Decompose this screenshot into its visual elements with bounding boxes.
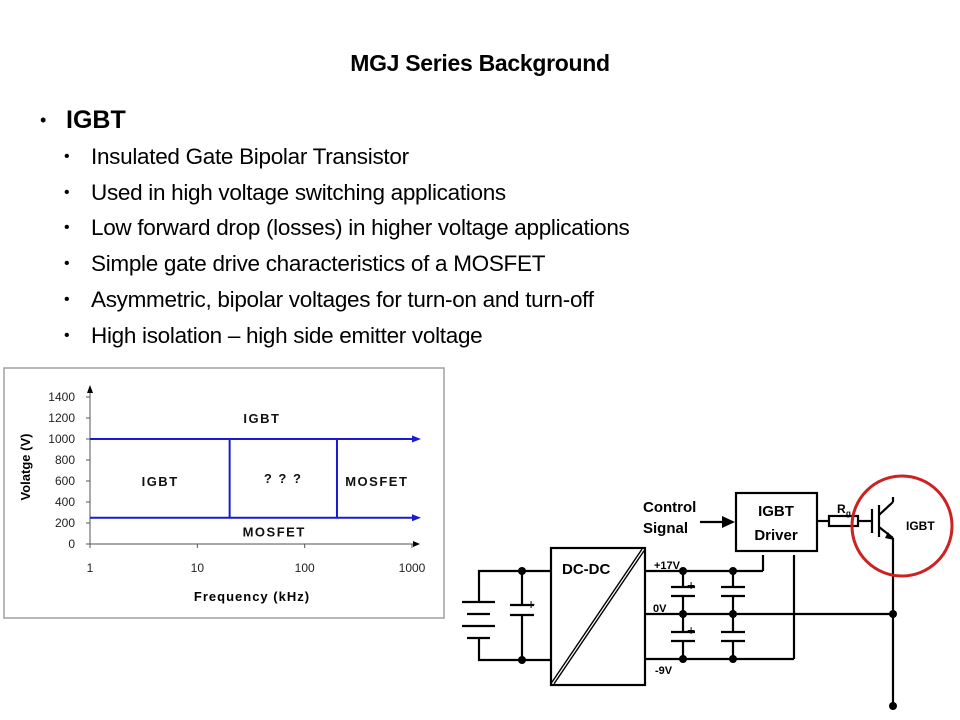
region-label: MOSFET [243, 524, 306, 539]
bullet-dot-icon: • [64, 219, 70, 237]
bullet-heading-text: IGBT [66, 105, 126, 134]
bullet-text: Asymmetric, bipolar voltages for turn-on… [91, 287, 594, 313]
x-tick-label: 1 [87, 561, 94, 575]
y-tick-label: 0 [68, 537, 75, 551]
bullet-text: Used in high voltage switching applicati… [91, 179, 506, 205]
rail-label-pos: +17V [654, 560, 681, 572]
plus-sign: + [527, 596, 535, 612]
bullet-text: Simple gate drive characteristics of a M… [91, 251, 546, 277]
y-tick-label: 1000 [48, 432, 75, 446]
chart-ticks: 0 200 400 600 800 1000 1200 1400 1 10 100 1000 [48, 390, 425, 575]
chart-region-labels: IGBT IGBT ? ? ? MOSFET MOSFET [142, 411, 408, 539]
junction-dots [518, 567, 897, 710]
bullet-dot-icon: • [64, 291, 70, 309]
input-capacitor-icon [510, 571, 534, 660]
control-label-line2: Signal [643, 520, 688, 537]
x-tick-label: 10 [191, 561, 205, 575]
bullet-text: Low forward drop (losses) in higher volt… [91, 215, 630, 241]
bullet-dot-icon: • [64, 255, 70, 273]
x-tick-label: 100 [295, 561, 315, 575]
igbt-label: IGBT [906, 519, 935, 533]
bullet-list: • IGBT • Insulated Gate Bipolar Transisto… [40, 101, 630, 354]
boundary-arrow-icon [412, 435, 421, 443]
slide-title: MGJ Series Background [350, 50, 610, 76]
y-axis-arrow-icon [87, 385, 93, 393]
x-axis-label: Frequency (kHz) [194, 589, 310, 604]
bullet-text: Insulated Gate Bipolar Transistor [91, 143, 409, 169]
control-label-line1: Control [643, 499, 696, 516]
y-tick-label: 1400 [48, 390, 75, 404]
bullet-item: • Simple gate drive characteristics of a … [40, 246, 630, 282]
bullet-dot-icon: • [40, 109, 47, 130]
bullet-item: • Used in high voltage switching applicat… [40, 175, 630, 211]
igbt-highlight-circle [850, 474, 954, 578]
boundary-arrow-icon [412, 514, 421, 522]
bullet-heading: • IGBT [40, 101, 630, 139]
chart-boundaries [90, 435, 421, 522]
resistor-label: R [837, 502, 846, 516]
driver-label-line1: IGBT [758, 503, 794, 520]
y-tick-label: 1200 [48, 411, 75, 425]
x-axis-arrow-icon [413, 541, 420, 547]
bullet-item: • Low forward drop (losses) in higher vol… [40, 211, 630, 247]
plus-sign: + [687, 622, 695, 638]
y-tick-label: 200 [55, 516, 75, 530]
bullet-dot-icon: • [64, 147, 70, 165]
driver-label-line2: Driver [754, 527, 798, 544]
emitter-arrow-icon [885, 532, 894, 540]
x-tick-label: 1000 [399, 561, 426, 575]
y-tick-label: 800 [55, 453, 75, 467]
bullet-item: • Asymmetric, bipolar voltages for turn-o… [40, 282, 630, 318]
dcdc-block [549, 546, 647, 687]
y-axis-label: Volatge (V) [18, 434, 33, 501]
bullet-item: • High isolation – high side emitter volt… [40, 318, 630, 354]
bullet-dot-icon: • [64, 183, 70, 201]
bullet-text: High isolation – high side emitter volta… [91, 322, 483, 348]
y-tick-label: 600 [55, 474, 75, 488]
region-label: IGBT [142, 474, 179, 489]
bullet-dot-icon: • [64, 326, 70, 344]
dcdc-label: DC-DC [562, 561, 610, 578]
resistor-subscript: g [846, 509, 851, 518]
battery-icon [462, 569, 551, 662]
control-arrow-icon [722, 516, 735, 528]
region-label: ? ? ? [264, 471, 303, 486]
igbt-transistor-icon [870, 497, 895, 705]
region-label: MOSFET [345, 474, 408, 489]
chart-frame [3, 367, 445, 619]
bullet-item: • Insulated Gate Bipolar Transistor [40, 139, 630, 175]
plus-sign: + [687, 577, 695, 593]
rail-label-zero: 0V [653, 603, 667, 615]
region-label: IGBT [243, 411, 280, 426]
rail-label-neg: -9V [655, 665, 673, 677]
y-tick-label: 400 [55, 495, 75, 509]
